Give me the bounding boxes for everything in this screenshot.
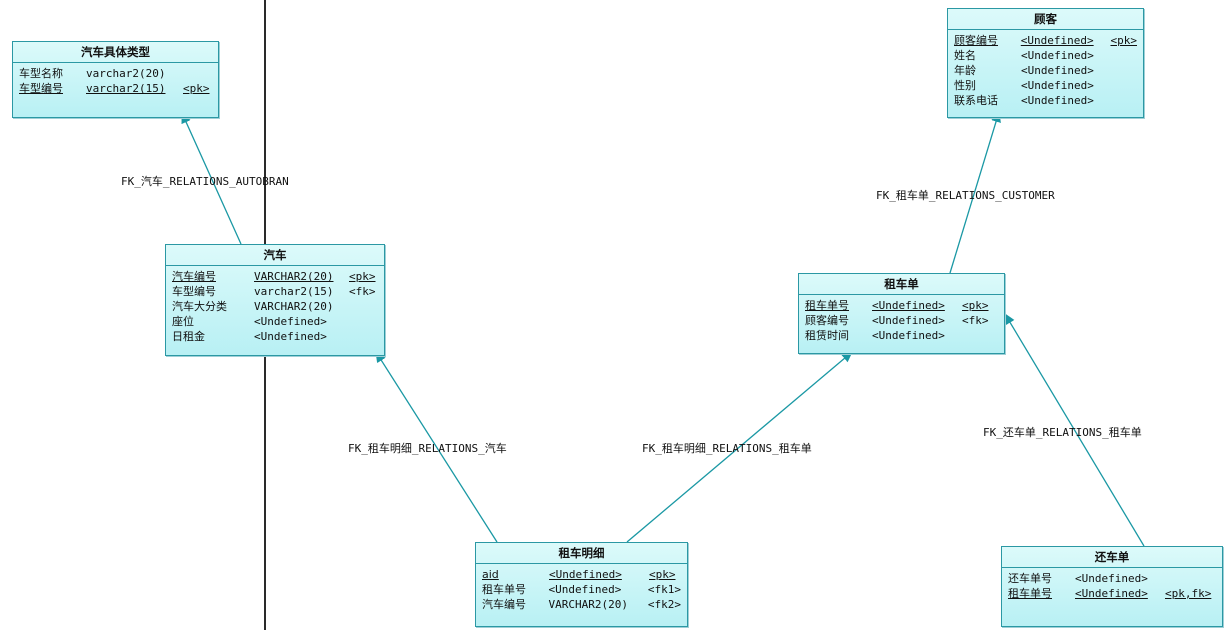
- relation-line-return-rental: [1004, 313, 1145, 547]
- attribute-name: 顾客编号: [805, 314, 849, 327]
- attribute-type: VARCHAR2(20): [254, 270, 334, 283]
- attribute-row: 顾客编号 <Undefined> <fk>: [805, 313, 998, 328]
- attribute-row: 座位 <Undefined>: [172, 314, 378, 329]
- attribute-row: 租车单号 <Undefined> <pk,fk>: [1008, 586, 1216, 601]
- attribute-key: <pk>: [962, 299, 989, 312]
- attribute-type: <Undefined>: [548, 583, 622, 596]
- attribute-type: varchar2(20): [86, 67, 166, 80]
- attribute-type: <Undefined>: [254, 330, 327, 343]
- attribute-type: <Undefined>: [872, 299, 945, 312]
- attribute-type: varchar2(15): [86, 82, 166, 95]
- entity-title: 汽车: [166, 245, 384, 266]
- attribute-type: VARCHAR2(20): [254, 300, 334, 313]
- relation-line-car-cartype: [181, 112, 242, 245]
- relation-line-detail-rental: [626, 351, 853, 543]
- attribute-name: 座位: [172, 315, 194, 328]
- attribute-key: <pk>: [649, 568, 676, 581]
- attribute-type: varchar2(15): [254, 285, 334, 298]
- attribute-key: <pk>: [183, 82, 210, 95]
- attribute-row: 性别 <Undefined>: [954, 78, 1137, 93]
- relation-label-return-rental: FK_还车单_RELATIONS_租车单: [983, 426, 1142, 439]
- attribute-type: <Undefined>: [549, 568, 622, 581]
- entity-title: 还车单: [1002, 547, 1222, 568]
- attribute-row: 车型名称 varchar2(20): [19, 66, 212, 81]
- attribute-name: 租车单号: [1008, 587, 1052, 600]
- entity-car-type[interactable]: 汽车具体类型 车型名称 varchar2(20) 车型编号 varchar2(1…: [12, 41, 219, 118]
- attribute-row: aid <Undefined> <pk>: [482, 567, 681, 582]
- entity-rental-order[interactable]: 租车单 租车单号 <Undefined> <pk> 顾客编号 <Undefine…: [798, 273, 1005, 354]
- attribute-name: 汽车编号: [172, 270, 216, 283]
- entity-title: 顾客: [948, 9, 1143, 30]
- attribute-type: <Undefined>: [1075, 587, 1148, 600]
- attribute-type: <Undefined>: [1021, 79, 1094, 92]
- attribute-row: 租车单号 <Undefined> <fk1>: [482, 582, 681, 597]
- attribute-type: <Undefined>: [1075, 572, 1148, 585]
- attribute-name: 还车单号: [1008, 572, 1052, 585]
- attribute-row: 租赁时间 <Undefined>: [805, 328, 998, 343]
- attribute-key: <fk1>: [647, 583, 681, 596]
- attribute-type: <Undefined>: [872, 329, 945, 342]
- attribute-name: 租赁时间: [805, 329, 849, 342]
- entity-customer[interactable]: 顾客 顾客编号 <Undefined> <pk> 姓名 <Undefined> …: [947, 8, 1144, 118]
- attribute-name: 车型名称: [19, 67, 63, 80]
- attribute-key: <pk,fk>: [1165, 587, 1212, 600]
- attribute-name: 租车单号: [805, 299, 849, 312]
- attribute-row: 汽车编号 VARCHAR2(20) <pk>: [172, 269, 378, 284]
- relation-label-rental-customer: FK_租车单_RELATIONS_CUSTOMER: [876, 189, 1055, 202]
- attribute-name: 姓名: [954, 49, 976, 62]
- attribute-name: 车型编号: [172, 285, 216, 298]
- attribute-row: 日租金 <Undefined>: [172, 329, 378, 344]
- entity-car[interactable]: 汽车 汽车编号 VARCHAR2(20) <pk> 车型编号 varchar2(…: [165, 244, 385, 356]
- attribute-row: 汽车编号 VARCHAR2(20) <fk2>: [482, 597, 681, 612]
- attribute-row: 年龄 <Undefined>: [954, 63, 1137, 78]
- attribute-name: 联系电话: [954, 94, 998, 107]
- relation-line-detail-car: [375, 351, 498, 543]
- attribute-type: VARCHAR2(20): [548, 598, 629, 611]
- attribute-type: <Undefined>: [1021, 94, 1094, 107]
- attribute-name: 汽车编号: [482, 598, 526, 611]
- attribute-name: 年龄: [954, 64, 976, 77]
- attribute-row: 联系电话 <Undefined>: [954, 93, 1137, 108]
- entity-title: 汽车具体类型: [13, 42, 218, 63]
- relation-label-detail-rental: FK_租车明细_RELATIONS_租车单: [642, 442, 812, 455]
- attribute-name: 性别: [954, 79, 976, 92]
- attribute-type: <Undefined>: [872, 314, 945, 327]
- attribute-name: 租车单号: [482, 583, 526, 596]
- attribute-row: 车型编号 varchar2(15) <fk>: [172, 284, 378, 299]
- entity-rental-detail[interactable]: 租车明细 aid <Undefined> <pk> 租车单号 <Undefine…: [475, 542, 688, 627]
- attribute-type: <Undefined>: [1021, 49, 1094, 62]
- attribute-row: 姓名 <Undefined>: [954, 48, 1137, 63]
- attribute-key: <fk2>: [647, 598, 681, 611]
- attribute-type: <Undefined>: [1021, 64, 1094, 77]
- attribute-name: 车型编号: [19, 82, 63, 95]
- entity-return-order[interactable]: 还车单 还车单号 <Undefined> 租车单号 <Undefined> <p…: [1001, 546, 1223, 627]
- attribute-row: 汽车大分类 VARCHAR2(20): [172, 299, 378, 314]
- attribute-key: <pk>: [1110, 34, 1138, 47]
- attribute-name: aid: [482, 568, 499, 581]
- attribute-key: <fk>: [349, 285, 376, 298]
- entity-title: 租车单: [799, 274, 1004, 295]
- attribute-key: <pk>: [349, 270, 376, 283]
- attribute-type: <Undefined>: [254, 315, 327, 328]
- attribute-name: 汽车大分类: [172, 300, 227, 313]
- attribute-name: 顾客编号: [954, 34, 998, 47]
- relation-label-detail-car: FK_租车明细_RELATIONS_汽车: [348, 442, 507, 455]
- attribute-row: 还车单号 <Undefined>: [1008, 571, 1216, 586]
- attribute-key: <fk>: [962, 314, 989, 327]
- entity-title: 租车明细: [476, 543, 687, 564]
- attribute-row: 车型编号 varchar2(15) <pk>: [19, 81, 212, 96]
- attribute-type: <Undefined>: [1020, 34, 1094, 47]
- attribute-row: 顾客编号 <Undefined> <pk>: [954, 33, 1137, 48]
- relation-label-car-cartype: FK_汽车_RELATIONS_AUTOBRAN: [121, 175, 289, 188]
- attribute-row: 租车单号 <Undefined> <pk>: [805, 298, 998, 313]
- relation-line-rental-customer: [949, 111, 1001, 274]
- attribute-name: 日租金: [172, 330, 205, 343]
